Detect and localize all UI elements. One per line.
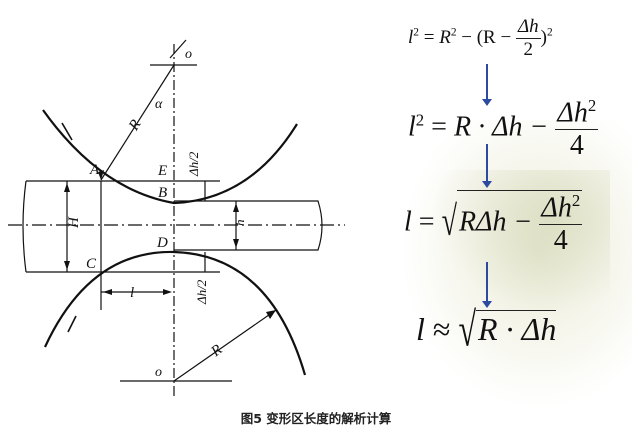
derivation-arrow-1 bbox=[482, 64, 492, 106]
top-roll-rotation-arrow bbox=[61, 122, 73, 141]
label-l: l bbox=[130, 285, 134, 301]
bottom-roll-arc bbox=[44, 250, 307, 376]
label-B: B bbox=[158, 185, 167, 201]
equation-4: l ≈ √R · Δh bbox=[416, 301, 557, 356]
label-o-top: o bbox=[185, 47, 192, 62]
o-top-leader bbox=[169, 39, 187, 59]
bottom-radius-line bbox=[173, 309, 277, 382]
entry-break-line bbox=[22, 180, 27, 273]
label-R-top: R bbox=[126, 117, 145, 134]
label-E: E bbox=[157, 163, 167, 179]
rolling-deformation-zone-diagram: o α R A E B Δh/2 H h C D l Δh/2 R o bbox=[8, 39, 345, 398]
top-radius-line bbox=[100, 64, 175, 181]
label-A: A bbox=[89, 162, 100, 178]
label-D: D bbox=[156, 235, 168, 251]
figure-caption: 图5 变形区长度的解析计算 bbox=[240, 411, 392, 426]
label-H: H bbox=[66, 216, 82, 229]
bottom-roll-rotation-arrow bbox=[67, 315, 77, 333]
label-o-bottom: o bbox=[155, 365, 162, 380]
top-roll-arc bbox=[42, 109, 298, 205]
label-C: C bbox=[86, 256, 97, 272]
label-dh2-top: Δh/2 bbox=[186, 151, 201, 177]
derivation-arrow-3 bbox=[482, 262, 492, 308]
derivation-arrow-2 bbox=[482, 144, 492, 188]
exit-workpiece bbox=[174, 200, 323, 251]
label-dh2-bottom: Δh/2 bbox=[194, 279, 209, 305]
label-h: h bbox=[232, 220, 247, 227]
background-watermark bbox=[400, 120, 632, 410]
radius-arrowhead bbox=[98, 170, 104, 180]
background-watermark-2 bbox=[430, 170, 610, 310]
label-R-bottom: R bbox=[208, 342, 226, 361]
label-alpha: α bbox=[155, 97, 163, 112]
